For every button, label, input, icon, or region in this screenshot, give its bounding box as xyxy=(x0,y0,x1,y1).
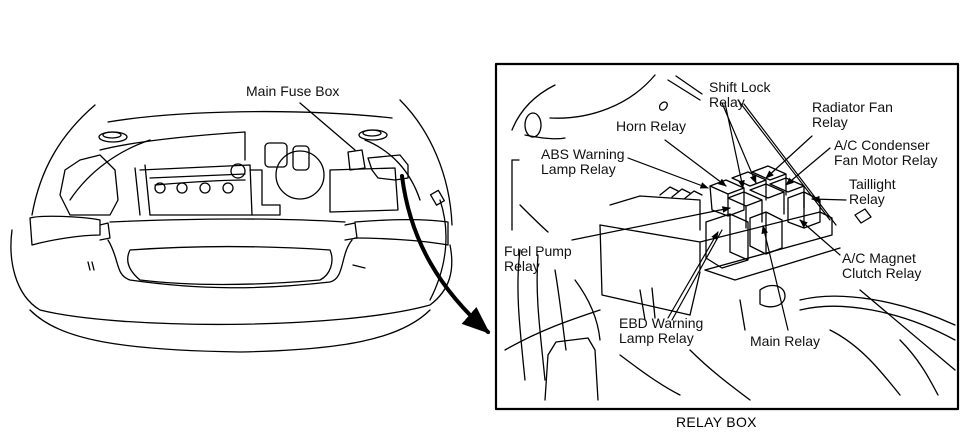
label-line: Taillight xyxy=(849,176,896,192)
relay-box-caption: RELAY BOX xyxy=(676,414,757,430)
label-line: Horn Relay xyxy=(616,118,687,134)
car-front-illustration xyxy=(10,99,453,353)
label-radiator-fan-relay: Radiator Fan Relay xyxy=(812,100,893,130)
label-main-relay: Main Relay xyxy=(750,334,820,349)
label-line: Main Relay xyxy=(750,333,821,349)
label-line: Clutch Relay xyxy=(842,265,922,281)
label-line: Relay xyxy=(504,258,540,274)
relay-box-illustration xyxy=(504,74,956,401)
label-line: Fan Motor Relay xyxy=(834,152,938,168)
label-line: EBD Warning xyxy=(619,315,704,331)
label-line: A/C Magnet xyxy=(842,250,916,266)
label-line: A/C Condenser xyxy=(834,137,930,153)
label-ac-magnet-clutch-relay: A/C Magnet Clutch Relay xyxy=(842,251,921,281)
label-abs-warning-lamp-relay: ABS Warning Lamp Relay xyxy=(541,147,625,177)
label-ac-condenser-fan-motor-relay: A/C Condenser Fan Motor Relay xyxy=(834,138,937,168)
label-line: Relay xyxy=(709,94,745,110)
label-line: Shift Lock xyxy=(709,79,771,95)
label-main-fuse-box: Main Fuse Box xyxy=(246,84,339,99)
label-text: Main Fuse Box xyxy=(246,83,340,99)
relay-box-frame xyxy=(494,62,960,411)
label-line: Relay xyxy=(812,114,848,130)
label-line: Lamp Relay xyxy=(619,330,694,346)
label-line: Radiator Fan xyxy=(812,99,893,115)
label-line: ABS Warning xyxy=(541,146,625,162)
label-line: Relay xyxy=(849,191,885,207)
label-horn-relay: Horn Relay xyxy=(616,119,686,134)
label-fuel-pump-relay: Fuel Pump Relay xyxy=(504,244,572,274)
label-line: Lamp Relay xyxy=(541,161,616,177)
leader-lines xyxy=(571,99,847,331)
label-taillight-relay: Taillight Relay xyxy=(849,177,896,207)
label-shift-lock-relay: Shift Lock Relay xyxy=(709,80,770,110)
label-line: Fuel Pump xyxy=(504,243,572,259)
callout-arrow xyxy=(400,174,491,334)
label-ebd-warning-lamp-relay: EBD Warning Lamp Relay xyxy=(619,316,703,346)
